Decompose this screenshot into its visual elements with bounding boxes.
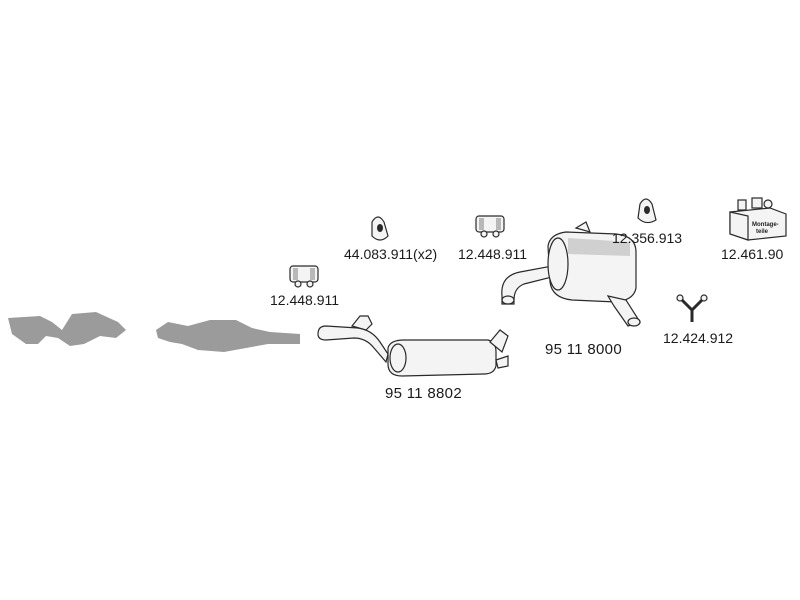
part-label-clamp-mid: 12.448.911 xyxy=(458,246,528,262)
kit-box-line2: teile xyxy=(756,229,769,235)
rear-silencer-icon xyxy=(501,221,641,327)
part-label-front-silencer: 95 11 8802 xyxy=(385,385,462,402)
kit-box-line1: Montage- xyxy=(752,222,779,228)
part-label-mounting-kit: 12.461.90 xyxy=(721,246,784,262)
part-label-clamp-left: 12.448.911 xyxy=(270,292,340,308)
part-label-rear-silencer: 95 11 8000 xyxy=(545,341,622,358)
part-label-y-hanger: 12.424.912 xyxy=(663,330,734,346)
clamp-mid-icon xyxy=(475,215,505,238)
clamp-left-icon xyxy=(289,265,319,288)
part-label-mount-a: 44.083.911(x2) xyxy=(344,246,438,262)
part-label-rubber-mount: 12.356.913 xyxy=(612,230,683,246)
catalytic-converter-grey xyxy=(156,320,300,352)
front-pipe-grey xyxy=(8,312,126,346)
y-hanger-icon xyxy=(676,294,708,322)
mounting-kit-box-icon: Montage- teile xyxy=(729,197,787,241)
rubber-mount-a-icon xyxy=(371,216,389,241)
front-silencer-icon xyxy=(317,315,509,377)
rubber-mount-b-icon xyxy=(637,198,657,224)
